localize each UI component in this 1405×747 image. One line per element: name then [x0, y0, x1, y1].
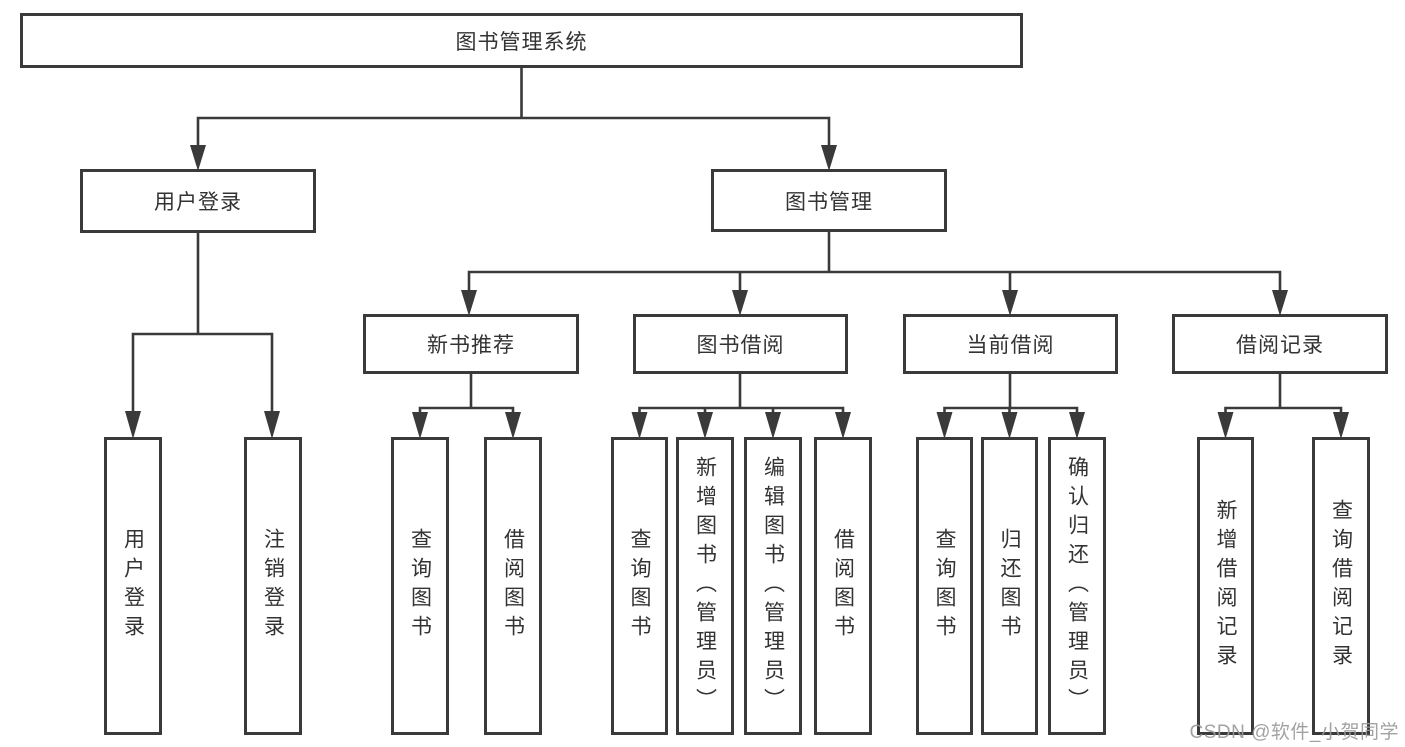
leaf-query-books-current: 查询图书 — [916, 437, 973, 735]
leaf-query-books-borrowing: 查询图书 — [611, 437, 668, 735]
leaf-add-books-admin: 新增图书（管理员） — [676, 437, 734, 735]
leaf-borrow-books-borrowing: 借阅图书 — [814, 437, 872, 735]
node-book-management: 图书管理 — [711, 169, 947, 232]
node-user-login: 用户登录 — [80, 169, 316, 233]
leaf-add-borrowing-record: 新增借阅记录 — [1197, 437, 1254, 735]
leaf-borrow-books-recommend: 借阅图书 — [484, 437, 542, 735]
node-current-borrowing: 当前借阅 — [903, 314, 1118, 374]
leaf-user-login: 用户登录 — [104, 437, 162, 735]
node-new-book-recommendation: 新书推荐 — [363, 314, 579, 374]
node-book-borrowing: 图书借阅 — [633, 314, 848, 374]
csdn-watermark: CSDN @软件_小贺同学 — [1189, 722, 1399, 743]
leaf-query-borrowing-record: 查询借阅记录 — [1312, 437, 1370, 735]
leaf-return-books: 归还图书 — [981, 437, 1038, 735]
leaf-confirm-return-admin: 确认归还（管理员） — [1048, 437, 1106, 735]
leaf-logout-login: 注销登录 — [244, 437, 302, 735]
leaf-query-books-recommend: 查询图书 — [391, 437, 449, 735]
node-borrowing-records: 借阅记录 — [1172, 314, 1388, 374]
node-library-management-system: 图书管理系统 — [20, 13, 1023, 68]
leaf-edit-books-admin: 编辑图书（管理员） — [744, 437, 802, 735]
